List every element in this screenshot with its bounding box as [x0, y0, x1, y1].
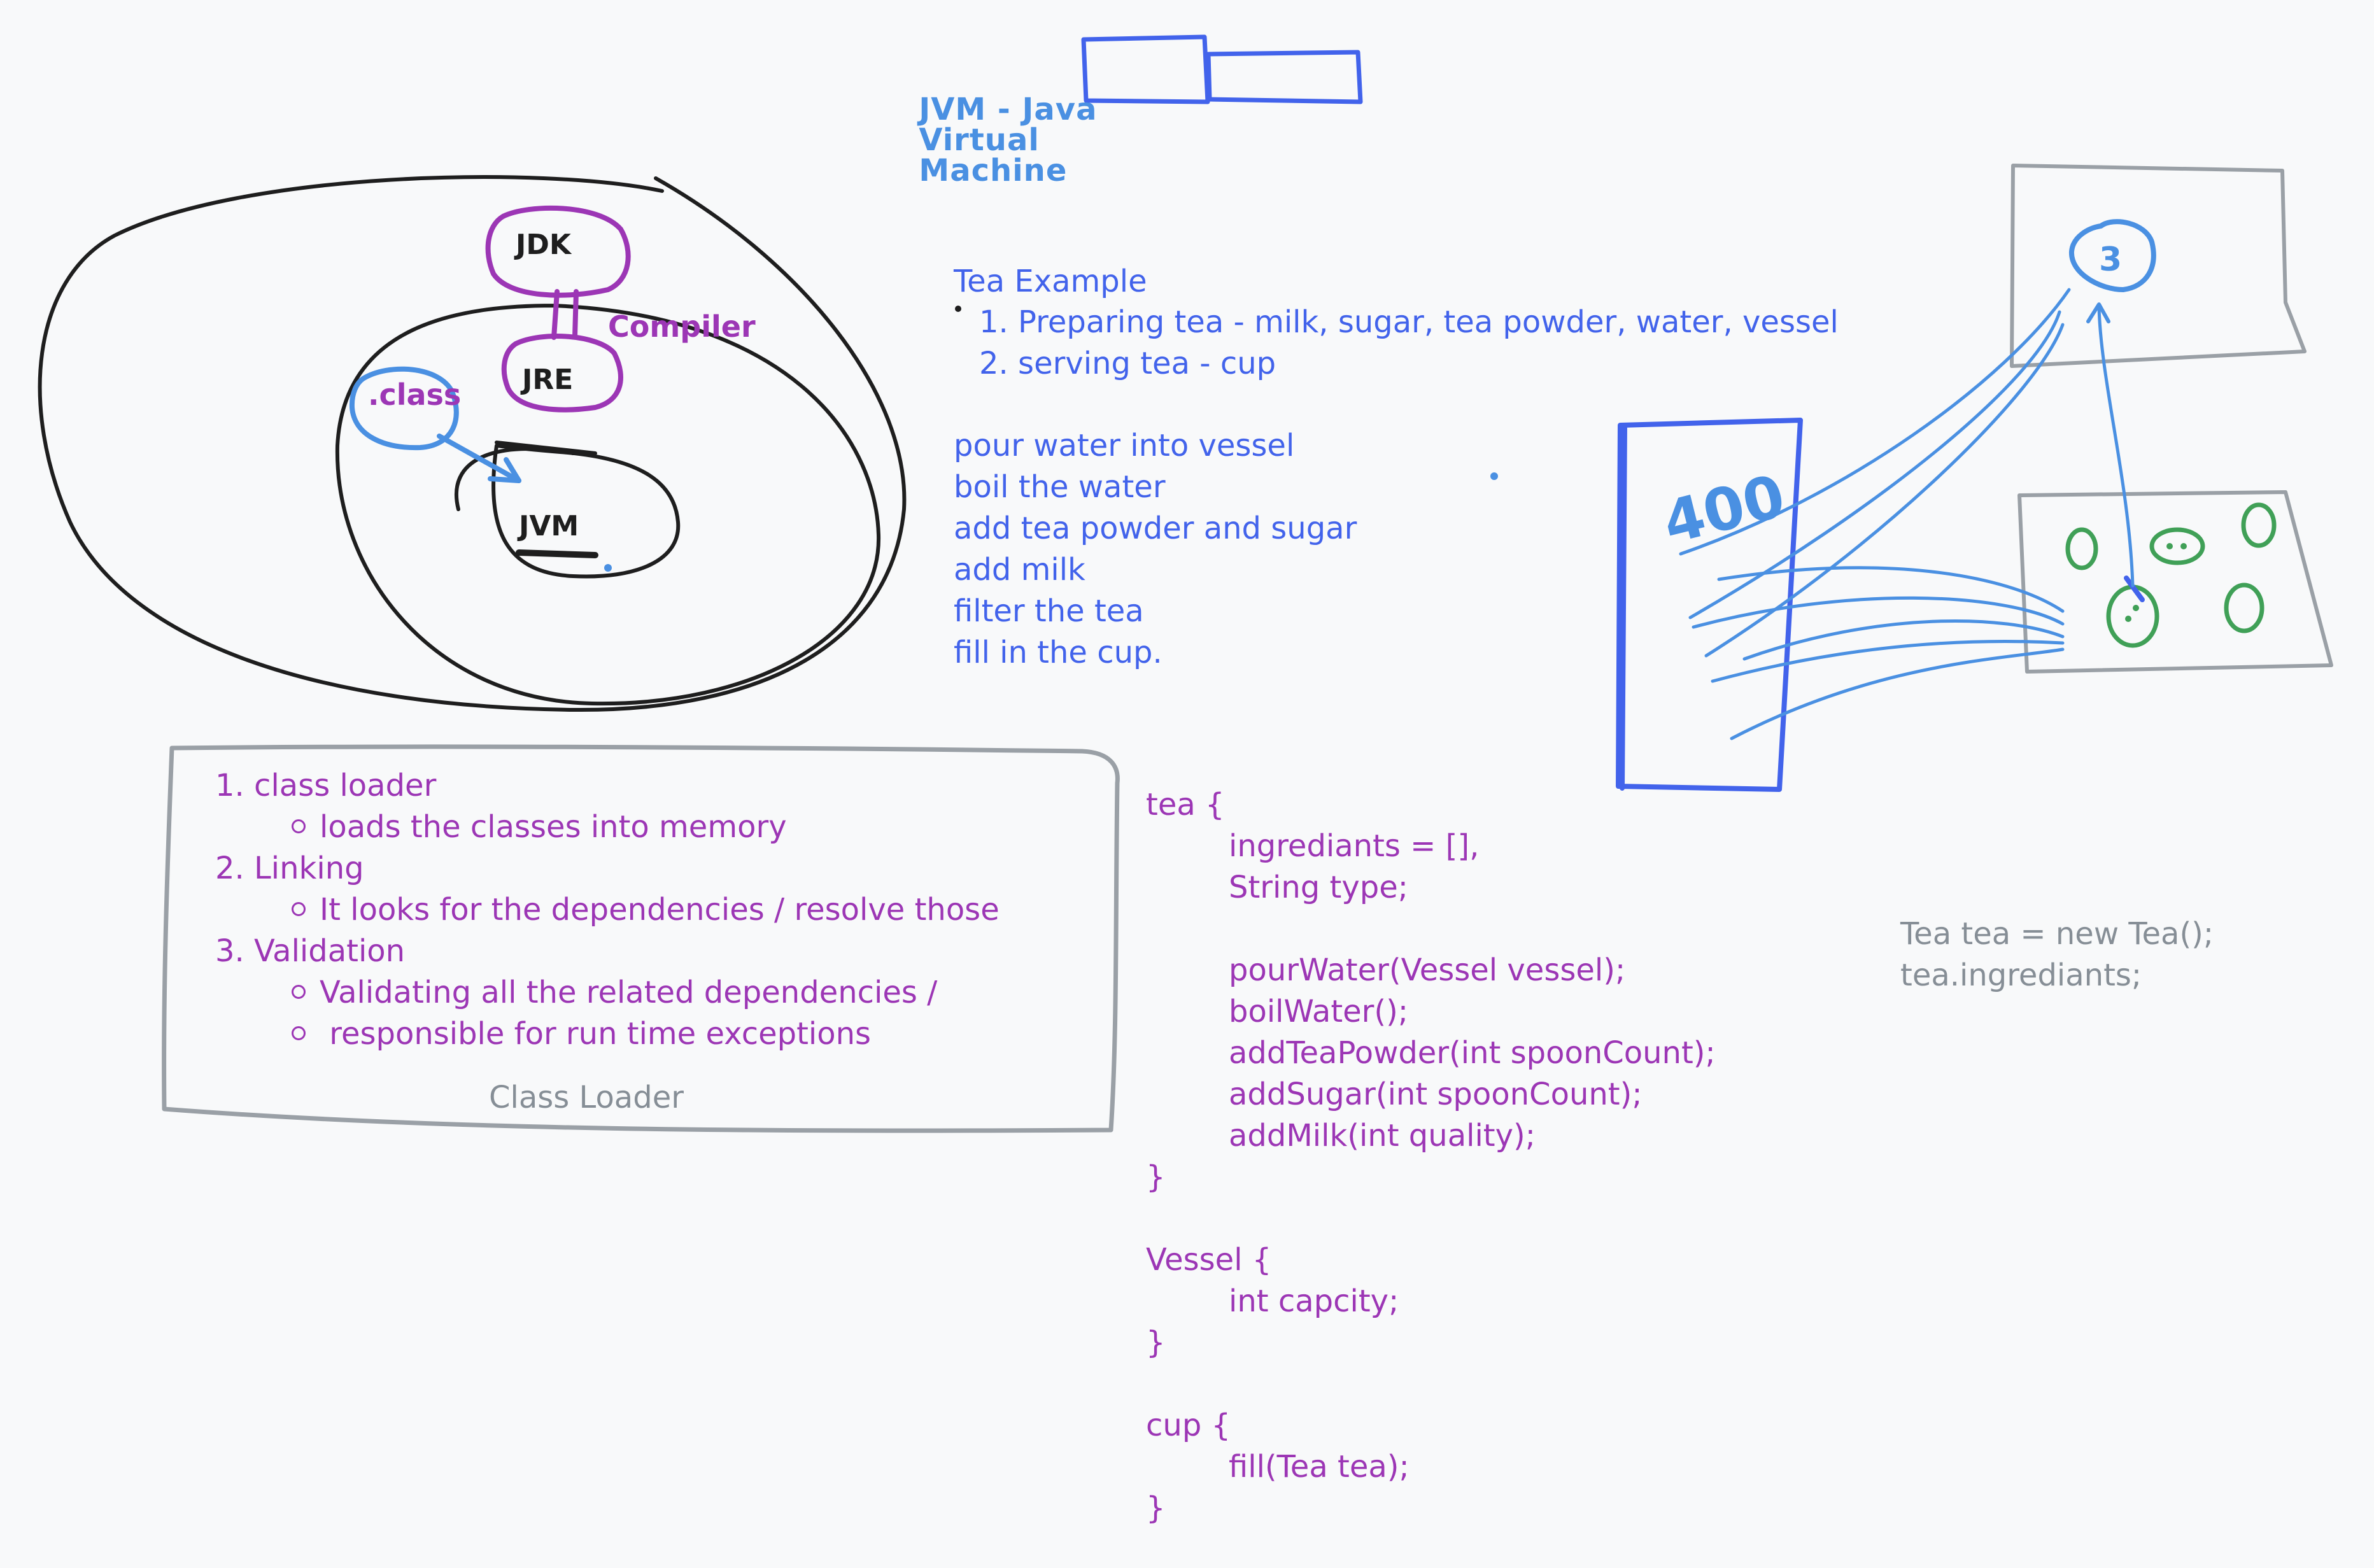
- code-line: addSugar(int spoonCount);: [1229, 1077, 1643, 1112]
- code-line: addMilk(int quality);: [1229, 1118, 1536, 1154]
- page-title: JVM - Java Virtual Machine: [896, 64, 1097, 186]
- code-close: }: [1146, 1325, 1166, 1360]
- class-node-shape: [349, 366, 459, 451]
- tea-example-heading: Tea Example: [954, 264, 1147, 299]
- tea-step: boil the water: [954, 469, 1166, 505]
- tea-example-item: 1. Preparing tea - milk, sugar, tea powd…: [979, 304, 1839, 340]
- compiler-label: Compiler: [608, 309, 756, 344]
- loader-subitem: Validating all the related dependencies …: [292, 977, 937, 1008]
- jre-label: JRE: [522, 364, 574, 396]
- code-line: String type;: [1229, 870, 1408, 905]
- jvm-label: JVM: [519, 510, 579, 542]
- tea-step: add milk: [954, 552, 1085, 588]
- tea-step: pour water into vessel: [954, 428, 1295, 463]
- code-line: boilWater();: [1229, 994, 1409, 1029]
- jre-boundary: [335, 304, 881, 706]
- heap-bottom-box: [2017, 490, 2333, 674]
- tea-example-item: 2. serving tea - cup: [979, 346, 1276, 381]
- loader-subitem: loads the classes into memory: [292, 812, 787, 842]
- jdk-node-shape: [485, 205, 631, 298]
- loader-item: 1. class loader: [215, 768, 437, 803]
- jre-node-shape: [501, 334, 623, 413]
- instance-note-line: Tea tea = new Tea();: [1900, 916, 2214, 952]
- code-line: addTeaPowder(int spoonCount);: [1229, 1035, 1716, 1071]
- code-tea-open: tea {: [1146, 787, 1225, 823]
- virtual-highlight-box: [1081, 34, 1210, 104]
- ref-node-shape: [2069, 219, 2156, 292]
- instance-note-line: tea.ingrediants;: [1900, 957, 2142, 993]
- jdk-label: JDK: [516, 229, 571, 261]
- code-line: ingrediants = [],: [1229, 828, 1480, 864]
- code-line: fill(Tea tea);: [1229, 1449, 1410, 1485]
- heap-top-box: [2010, 164, 2307, 368]
- title-virtual: Virtual: [919, 122, 1040, 158]
- code-vessel-open: Vessel {: [1146, 1242, 1272, 1278]
- tea-step: add tea powder and sugar: [954, 511, 1357, 546]
- tea-step: fill in the cup.: [954, 635, 1162, 670]
- code-cup-open: cup {: [1146, 1408, 1231, 1443]
- loader-item: 2. Linking: [215, 851, 364, 886]
- code-line: pourWater(Vessel vessel);: [1229, 952, 1626, 988]
- class-loader-caption: Class Loader: [489, 1080, 684, 1115]
- ref-count-label: 3: [2099, 241, 2123, 279]
- stack-memory-rect: [1616, 418, 1803, 792]
- title-machine: Machine: [919, 153, 1068, 188]
- code-close: }: [1146, 1159, 1166, 1195]
- code-line: int capcity;: [1229, 1283, 1399, 1319]
- title-prefix: JVM - Java: [919, 92, 1098, 127]
- tea-step: filter the tea: [954, 593, 1144, 629]
- class-loader-box: [162, 744, 1120, 1133]
- code-close: }: [1146, 1490, 1166, 1526]
- loader-subitem: responsible for run time exceptions: [292, 1019, 871, 1049]
- loader-subitem: It looks for the dependencies / resolve …: [292, 894, 1000, 925]
- jdk-outer-boundary: [38, 175, 907, 712]
- loader-item: 3. Validation: [215, 933, 406, 969]
- machine-highlight-box: [1206, 50, 1363, 104]
- class-file-label: .class: [368, 378, 462, 412]
